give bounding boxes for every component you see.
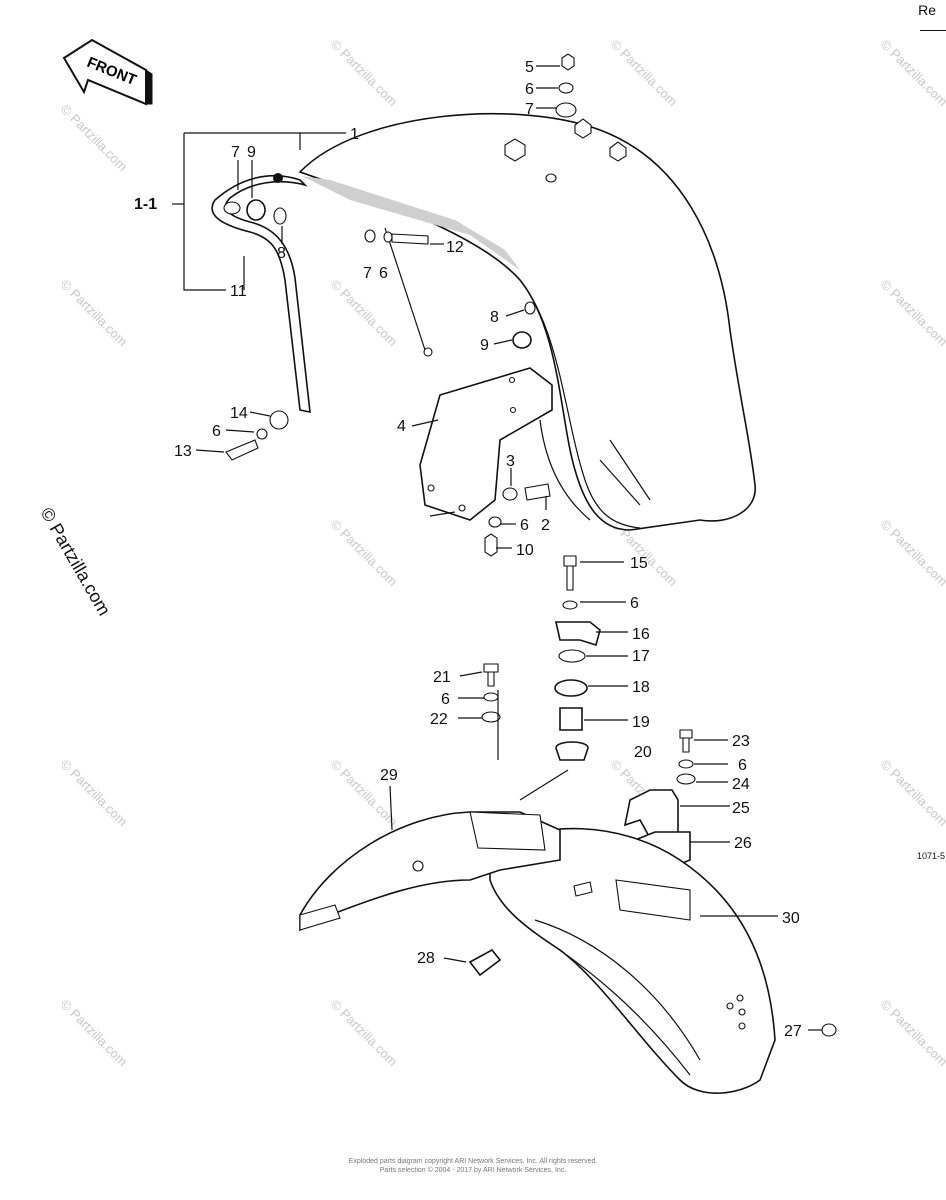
callout-21: 21 [433,669,451,686]
callout-6: 6 [738,757,747,774]
callout-26: 26 [734,835,752,852]
callout-6: 6 [630,595,639,612]
callout-24: 24 [732,776,750,793]
callout-11: 11 [230,283,247,300]
watermark-text: © Partzilla.com [328,517,401,590]
watermark-text: © Partzilla.com [328,997,401,1070]
callout-16: 16 [632,626,650,643]
watermark-text: © Partzilla.com [878,37,946,110]
callout-3: 3 [506,453,515,470]
callout-6: 6 [520,517,529,534]
watermark-text: © Partzilla.com [58,277,131,350]
callout-6: 6 [441,691,450,708]
callout-12: 12 [446,239,464,256]
callout-8: 8 [277,245,286,262]
callout-7: 7 [231,144,240,161]
header-text: Re [918,2,936,18]
callout-18: 18 [632,679,650,696]
watermark-text: © Partzilla.com [608,37,681,110]
callout-6: 6 [212,423,221,440]
watermark-text: © Partzilla.com [328,277,401,350]
callout-6: 6 [525,81,534,98]
callout-labels: 5 6 7 1 1-1 7 9 8 11 12 7 6 8 9 4 14 6 1… [134,59,802,1040]
callout-14: 14 [230,405,248,422]
callout-30: 30 [782,910,800,927]
callout-9: 9 [247,144,256,161]
callout-7: 7 [363,265,372,282]
callout-4: 4 [397,418,406,435]
footer-line-1: Exploded parts diagram copyright ARI Net… [348,1158,598,1165]
callout-13: 13 [174,443,192,460]
callout-8: 8 [490,309,499,326]
misc-hardware [468,948,837,1037]
upper-hardware [223,53,577,557]
footer-line-2: Parts selection © 2004 - 2017 by ARI Net… [379,1167,567,1174]
side-watermark-text: © Partzilla.com [37,504,115,619]
watermark-text: © Partzilla.com [878,997,946,1070]
watermark-text: © Partzilla.com [878,757,946,830]
front-fender [298,112,756,531]
watermark-text: © Partzilla.com [58,757,131,830]
watermark-text: © Partzilla.com [878,277,946,350]
callout-15: 15 [630,555,648,572]
callout-7: 7 [525,101,534,118]
front-arrow: FRONT [62,38,153,106]
callout-9: 9 [480,337,489,354]
callout-5: 5 [525,59,534,76]
figure-code: 1071-5 [917,851,946,861]
watermark-text: © Partzilla.com [58,102,131,175]
rear-fender-front [299,811,561,932]
callout-17: 17 [632,648,650,665]
callout-27: 27 [784,1023,802,1040]
fender-bracket [419,367,553,521]
watermark-text: © Partzilla.com [878,517,946,590]
rear-fender [489,827,776,1094]
callout-23: 23 [732,733,750,750]
callout-22: 22 [430,711,448,728]
watermark-text: © Partzilla.com [58,997,131,1070]
callout-1-1: 1-1 [134,196,157,213]
callout-6: 6 [379,265,388,282]
leader-lines [172,65,822,1031]
watermark-text: © Partzilla.com [328,37,401,110]
callout-10: 10 [516,542,534,559]
callout-28: 28 [417,950,435,967]
callout-29: 29 [380,767,398,784]
callout-2: 2 [541,517,550,534]
callout-19: 19 [632,714,650,731]
callout-1: 1 [350,126,359,143]
fender-stay [211,173,433,413]
callout-25: 25 [732,800,750,817]
callout-20: 20 [634,744,652,761]
header-rule [920,30,946,31]
